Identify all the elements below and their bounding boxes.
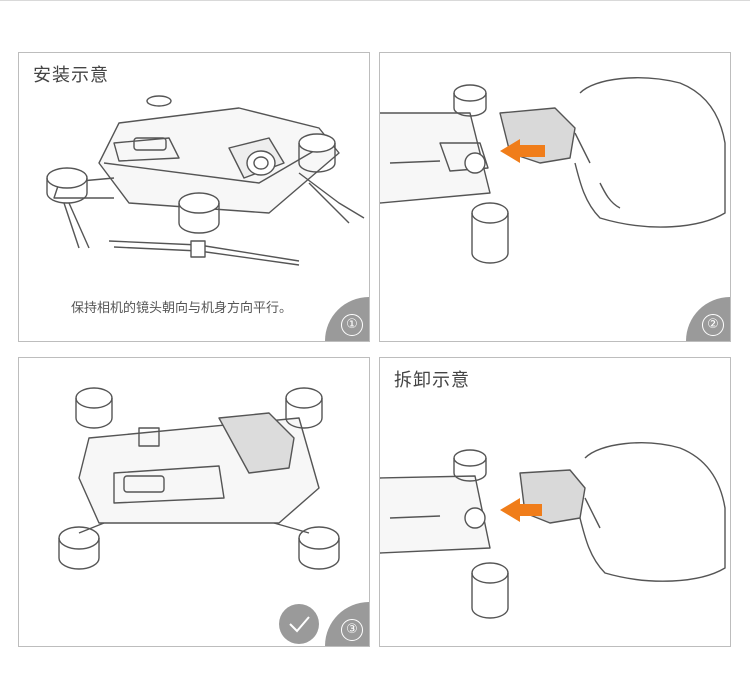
top-divider <box>0 0 750 1</box>
hand-attach-illustration <box>380 77 726 264</box>
check-icon <box>279 604 319 644</box>
step-number: ② <box>702 314 724 336</box>
step-number: ③ <box>341 619 363 641</box>
panel-remove: 拆卸示意 <box>379 357 731 647</box>
remove-title: 拆卸示意 <box>394 370 470 391</box>
drone-top-illustration <box>58 387 340 570</box>
step-number: ① <box>341 314 363 336</box>
panel-install-step-1: 安装示意 <box>18 52 370 342</box>
hand-detach-illustration <box>380 442 726 619</box>
panel-install-step-2: ② <box>379 52 731 342</box>
install-caption: 保持相机的镜头朝向与机身方向平行。 <box>71 301 293 316</box>
drone-front-illustration <box>46 95 365 266</box>
panel-install-step-3: ③ <box>18 357 370 647</box>
arrow-in-icon <box>500 139 545 163</box>
arrow-out-icon <box>500 498 542 522</box>
install-title: 安装示意 <box>33 65 109 86</box>
